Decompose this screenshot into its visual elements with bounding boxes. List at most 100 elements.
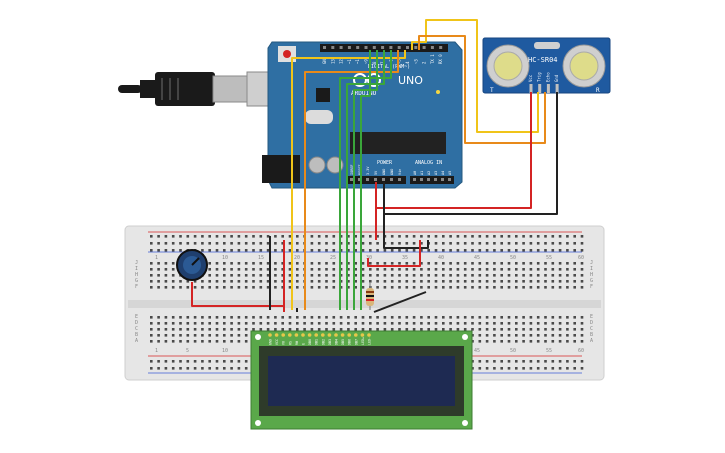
breadboard-hole[interactable] xyxy=(274,322,277,325)
breadboard-hole[interactable] xyxy=(522,249,525,252)
breadboard-hole[interactable] xyxy=(500,280,503,283)
breadboard-hole[interactable] xyxy=(390,328,394,331)
breadboard-hole[interactable] xyxy=(317,249,321,252)
breadboard-hole[interactable] xyxy=(171,340,175,343)
breadboard-hole[interactable] xyxy=(354,322,357,325)
breadboard-hole[interactable] xyxy=(150,328,153,331)
breadboard-hole[interactable] xyxy=(223,235,226,238)
breadboard-hole[interactable] xyxy=(558,334,562,337)
breadboard-hole[interactable] xyxy=(427,316,430,319)
breadboard-hole[interactable] xyxy=(150,235,153,238)
breadboard-hole[interactable] xyxy=(427,235,430,238)
breadboard-hole[interactable] xyxy=(507,268,511,271)
breadboard-hole[interactable] xyxy=(208,367,211,370)
breadboard-hole[interactable] xyxy=(244,322,248,325)
breadboard-hole[interactable] xyxy=(252,249,255,252)
breadboard-hole[interactable] xyxy=(522,262,525,265)
breadboard-hole[interactable] xyxy=(354,268,357,271)
breadboard-hole[interactable] xyxy=(383,322,387,325)
breadboard-hole[interactable] xyxy=(237,242,241,245)
breadboard-hole[interactable] xyxy=(434,274,438,277)
power-pin[interactable] xyxy=(358,178,361,181)
breadboard-hole[interactable] xyxy=(354,328,357,331)
breadboard-hole[interactable] xyxy=(266,235,270,238)
breadboard-hole[interactable] xyxy=(252,235,255,238)
breadboard-hole[interactable] xyxy=(208,340,211,343)
breadboard-hole[interactable] xyxy=(566,316,569,319)
breadboard-hole[interactable] xyxy=(266,316,270,319)
breadboard-hole[interactable] xyxy=(566,235,569,238)
breadboard-hole[interactable] xyxy=(296,242,299,245)
breadboard-hole[interactable] xyxy=(376,328,379,331)
breadboard-hole[interactable] xyxy=(558,328,562,331)
breadboard-hole[interactable] xyxy=(471,322,474,325)
breadboard-hole[interactable] xyxy=(573,328,576,331)
breadboard-hole[interactable] xyxy=(478,268,482,271)
breadboard-hole[interactable] xyxy=(164,286,168,289)
breadboard-hole[interactable] xyxy=(471,328,474,331)
breadboard-hole[interactable] xyxy=(500,274,503,277)
breadboard-hole[interactable] xyxy=(150,322,153,325)
breadboard-hole[interactable] xyxy=(223,322,226,325)
breadboard-hole[interactable] xyxy=(434,262,438,265)
breadboard-hole[interactable] xyxy=(296,262,299,265)
breadboard-hole[interactable] xyxy=(449,316,452,319)
breadboard-hole[interactable] xyxy=(193,328,197,331)
lcd-pin[interactable] xyxy=(367,333,371,337)
breadboard-hole[interactable] xyxy=(536,242,540,245)
breadboard-hole[interactable] xyxy=(420,235,423,238)
breadboard-hole[interactable] xyxy=(361,242,365,245)
sensor-pin[interactable] xyxy=(555,84,559,93)
breadboard-hole[interactable] xyxy=(237,340,241,343)
breadboard-hole[interactable] xyxy=(515,242,518,245)
digital-pin[interactable] xyxy=(389,46,393,49)
breadboard-hole[interactable] xyxy=(573,262,576,265)
breadboard-hole[interactable] xyxy=(361,316,365,319)
breadboard-hole[interactable] xyxy=(471,268,474,271)
breadboard-hole[interactable] xyxy=(529,322,533,325)
breadboard-hole[interactable] xyxy=(558,235,562,238)
breadboard-hole[interactable] xyxy=(485,268,489,271)
breadboard-hole[interactable] xyxy=(230,367,233,370)
breadboard-hole[interactable] xyxy=(471,286,474,289)
breadboard-hole[interactable] xyxy=(507,360,511,363)
breadboard-hole[interactable] xyxy=(493,328,496,331)
breadboard-hole[interactable] xyxy=(427,328,430,331)
breadboard-hole[interactable] xyxy=(485,334,489,337)
breadboard-hole[interactable] xyxy=(281,249,284,252)
breadboard-hole[interactable] xyxy=(230,286,233,289)
breadboard-hole[interactable] xyxy=(325,242,328,245)
breadboard-hole[interactable] xyxy=(150,262,153,265)
breadboard-hole[interactable] xyxy=(427,268,430,271)
breadboard-hole[interactable] xyxy=(390,242,394,245)
breadboard-hole[interactable] xyxy=(252,242,255,245)
breadboard-hole[interactable] xyxy=(201,360,204,363)
breadboard-hole[interactable] xyxy=(493,316,496,319)
breadboard-hole[interactable] xyxy=(566,280,569,283)
breadboard-hole[interactable] xyxy=(317,235,321,238)
breadboard-hole[interactable] xyxy=(150,249,153,252)
breadboard-hole[interactable] xyxy=(580,360,584,363)
breadboard-hole[interactable] xyxy=(478,328,482,331)
breadboard-hole[interactable] xyxy=(223,316,226,319)
breadboard-hole[interactable] xyxy=(325,268,328,271)
breadboard-hole[interactable] xyxy=(325,274,328,277)
breadboard-hole[interactable] xyxy=(383,286,387,289)
breadboard-hole[interactable] xyxy=(398,235,401,238)
breadboard-hole[interactable] xyxy=(405,242,409,245)
breadboard-hole[interactable] xyxy=(208,262,211,265)
lcd-pin[interactable] xyxy=(288,333,292,337)
breadboard-hole[interactable] xyxy=(485,367,489,370)
breadboard-hole[interactable] xyxy=(361,235,365,238)
breadboard-hole[interactable] xyxy=(522,360,525,363)
breadboard-hole[interactable] xyxy=(544,280,547,283)
breadboard-hole[interactable] xyxy=(515,340,518,343)
breadboard-hole[interactable] xyxy=(164,249,168,252)
breadboard-hole[interactable] xyxy=(157,316,160,319)
breadboard-hole[interactable] xyxy=(507,367,511,370)
breadboard-hole[interactable] xyxy=(230,242,233,245)
breadboard-hole[interactable] xyxy=(449,235,452,238)
breadboard-hole[interactable] xyxy=(354,274,357,277)
breadboard-hole[interactable] xyxy=(288,249,292,252)
